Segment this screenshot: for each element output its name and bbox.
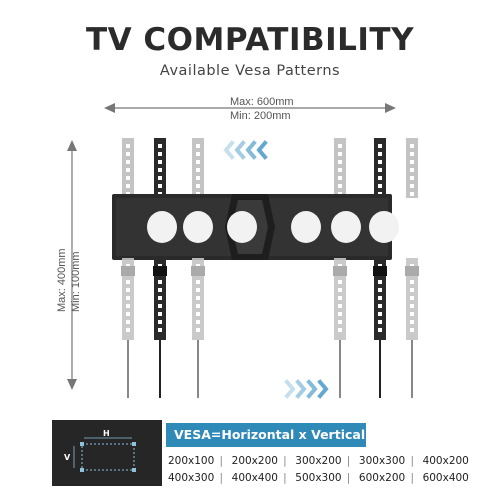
mount-illustration [67, 103, 419, 399]
mounting-arm-upper [374, 138, 386, 198]
bracket-hole [369, 211, 399, 243]
vesa-pattern: 400x300 [168, 472, 215, 484]
mounting-arm-upper [122, 138, 134, 198]
mounting-arm-lower [333, 258, 347, 398]
mounting-arm-upper [406, 138, 418, 198]
mounting-arm-lower [121, 258, 135, 398]
vesa-pattern: 300x200 [295, 455, 342, 467]
bracket-hole [331, 211, 361, 243]
vesa-pattern: 400x200 [422, 455, 469, 467]
vertical-dimension-arrow [67, 140, 77, 390]
chevron-right-arrows [284, 379, 329, 399]
vesa-pattern: 600x400 [422, 472, 469, 484]
mounting-arm-upper [334, 138, 346, 198]
vesa-row-1: 200x100| 200x200| 300x200| 300x300| 400x… [168, 455, 469, 467]
vesa-pattern: 200x100 [168, 455, 215, 467]
vesa-pattern: 500x300 [295, 472, 342, 484]
vesa-pattern: 400x400 [231, 472, 278, 484]
page-title: TV COMPATIBILITY [85, 22, 415, 58]
horizontal-max-label: Max: 600mm [230, 96, 294, 108]
vesa-row-2: 400x300| 400x400| 500x300| 600x200| 600x… [168, 472, 469, 484]
mounting-arm-lower [405, 258, 419, 398]
mounting-arm-lower [373, 258, 387, 398]
vesa-pattern: 200x200 [231, 455, 278, 467]
vesa-pattern: 600x200 [358, 472, 406, 484]
horizontal-min-label: Min: 200mm [230, 110, 291, 122]
diagram-h-label: H [103, 429, 110, 438]
chevron-left-arrows [223, 140, 268, 160]
mounting-arm-lower [153, 258, 167, 398]
mounting-arm-upper [192, 138, 204, 198]
vesa-diagram: H V [52, 420, 162, 486]
mounting-arm-lower [191, 258, 205, 398]
mounting-arm-upper [154, 138, 166, 198]
bracket-hole [227, 211, 257, 243]
horizontal-dimension-arrow [104, 103, 396, 113]
bracket-hole [183, 211, 213, 243]
vertical-max-label: Max: 400mm [56, 248, 68, 312]
vesa-patterns-grid: 200x100| 200x200| 300x200| 300x300| 400x… [168, 455, 469, 489]
diagram-v-label: V [64, 453, 71, 462]
vesa-pattern: 300x300 [358, 455, 406, 467]
vertical-min-label: Min: 100mm [70, 251, 82, 312]
bracket-hole [291, 211, 321, 243]
vesa-formula-badge: VESA=Horizontal x Vertical [166, 423, 366, 447]
page-subtitle: Available Vesa Patterns [159, 63, 341, 79]
bracket-hole [147, 211, 177, 243]
